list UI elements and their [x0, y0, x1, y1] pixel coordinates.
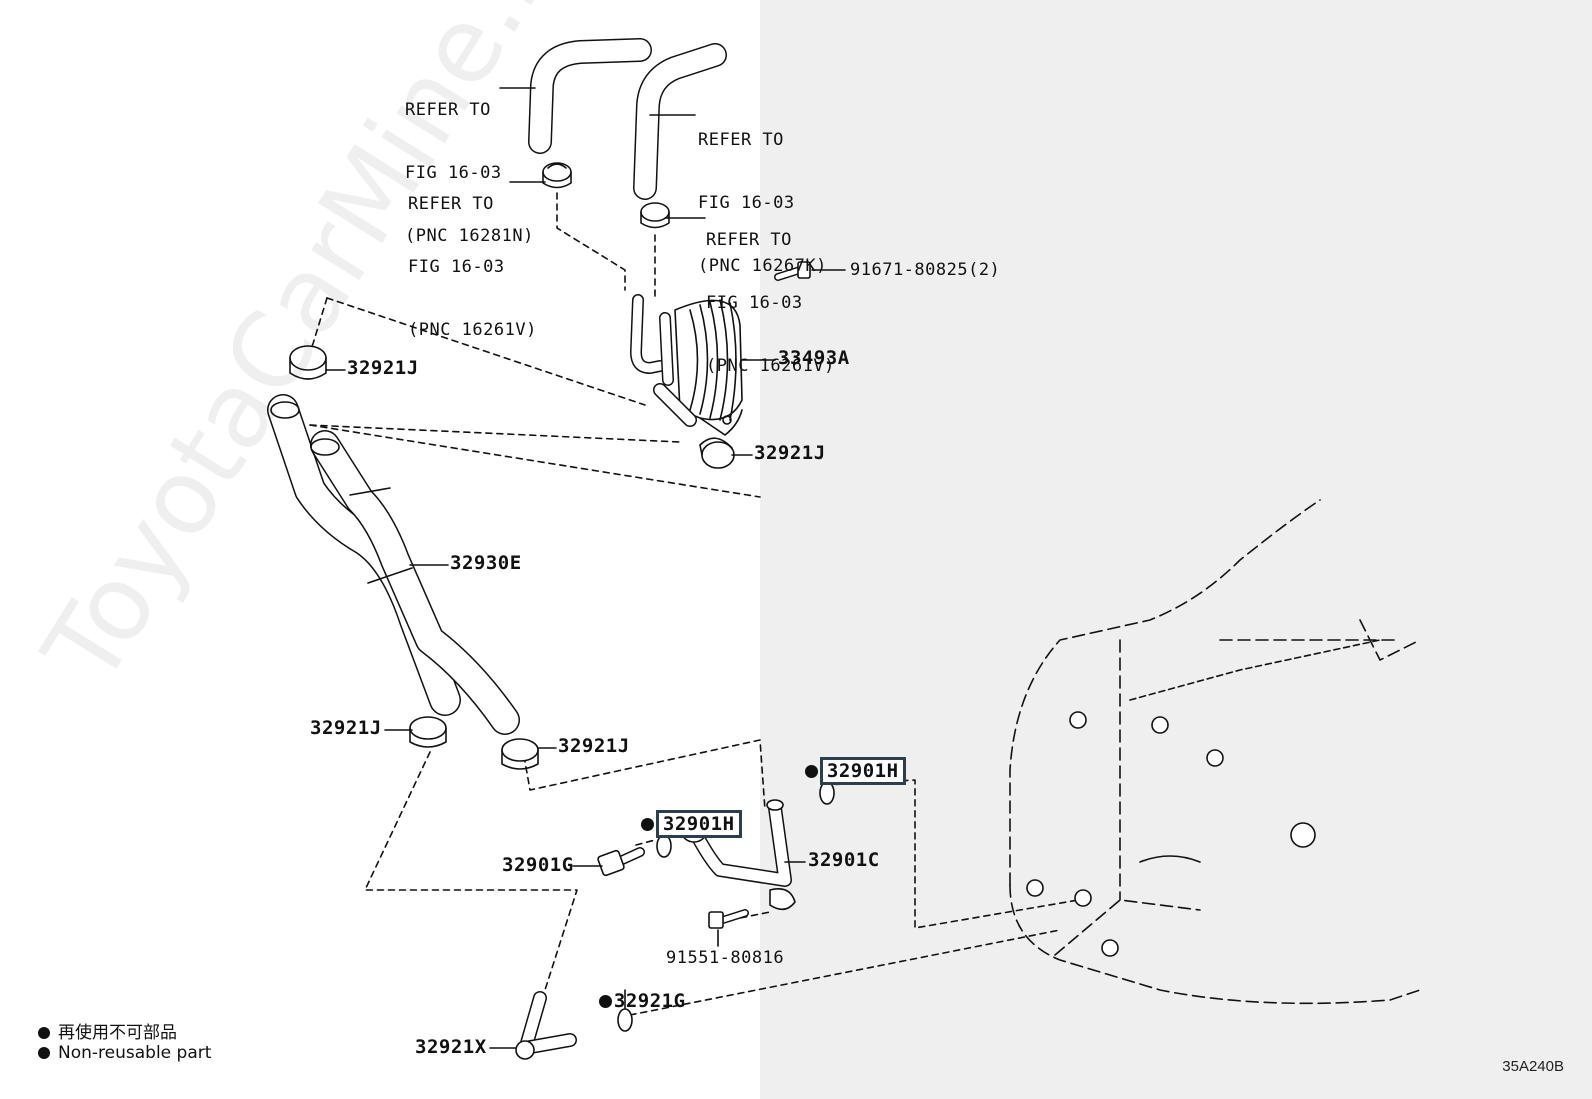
ref-line-2: FIG 16-03	[698, 193, 795, 213]
hose-32930e	[267, 394, 520, 735]
bolt-32901g	[597, 847, 645, 877]
ref-line-3: (PNC 16281N)	[405, 226, 534, 246]
part-label-32921g[interactable]: 32921G	[575, 970, 686, 1012]
legend-jp-text: 再使用不可部品	[58, 1023, 177, 1043]
ref-label-16281n[interactable]: REFER TO FIG 16-03 (PNC 16281N)	[405, 58, 534, 268]
washer-32901h-a	[819, 781, 835, 805]
non-reusable-dot-icon	[598, 995, 612, 1008]
non-reusable-dot-icon	[640, 818, 654, 831]
ref-line-3: (PNC 16261V)	[408, 320, 537, 340]
part-label-32901h-b[interactable]: 32901H	[617, 793, 742, 838]
non-reusable-dot-icon	[38, 1027, 50, 1039]
gray-background-panel	[760, 0, 1592, 1099]
clamp-32921j-b	[699, 437, 735, 469]
ref-line-1: REFER TO	[408, 194, 494, 214]
ref-label-16261v-right[interactable]: REFER TO FIG 16-03 (PNC 16261V)	[706, 188, 835, 398]
part-number-text: 32921G	[613, 990, 686, 1012]
part-label-32921j-d[interactable]: 32921J	[558, 735, 630, 757]
ref-line-2: FIG 16-03	[408, 257, 505, 277]
part-number-highlight: 32901H	[819, 757, 906, 785]
hose-16281n	[528, 38, 652, 154]
clamp-16261v-left	[542, 162, 572, 189]
transmission-details	[1026, 639, 1381, 957]
hose-16267k	[633, 43, 727, 200]
non-reusable-dot-icon	[804, 765, 818, 778]
part-label-32930e[interactable]: 32930E	[450, 552, 522, 574]
ref-line-2: FIG 16-03	[706, 293, 803, 313]
part-label-32901c[interactable]: 32901C	[808, 849, 880, 871]
legend-jp: 再使用不可部品	[38, 1018, 177, 1043]
ref-label-16261v-left[interactable]: REFER TO FIG 16-03 (PNC 16261V)	[408, 152, 537, 362]
transmission-outline	[1009, 499, 1421, 1005]
part-label-32921j-b[interactable]: 32921J	[754, 442, 826, 464]
union-32921x	[515, 991, 577, 1060]
bolt-91671	[774, 261, 811, 281]
non-reusable-dot-icon	[38, 1047, 50, 1059]
ref-line-1: REFER TO	[405, 100, 491, 120]
clamp-32921j-a	[289, 345, 327, 380]
part-label-32921j-c[interactable]: 32921J	[310, 717, 382, 739]
ref-line-3: (PNC 16267K)	[698, 256, 827, 276]
part-label-32921j-a[interactable]: 32921J	[347, 357, 419, 379]
part-label-91671[interactable]: 91671-80825(2)	[850, 260, 1001, 280]
bolt-91551	[708, 909, 749, 929]
part-label-32901h-a[interactable]: 32901H	[781, 740, 906, 785]
diagram-code: 35A240B	[1502, 1058, 1564, 1075]
ref-line-2: FIG 16-03	[405, 163, 502, 183]
part-label-32921x[interactable]: 32921X	[415, 1036, 487, 1058]
clamp-32921j-c	[409, 716, 447, 748]
ref-line-3: (PNC 16261V)	[706, 356, 835, 376]
clamp-16261v-right	[640, 202, 670, 229]
oring-32921g	[617, 1008, 633, 1032]
part-label-32901g[interactable]: 32901G	[502, 854, 574, 876]
oil-cooler-33493a	[630, 294, 743, 436]
part-label-33493a[interactable]: 33493A	[778, 347, 850, 369]
legend-en-text: Non-reusable part	[58, 1043, 212, 1063]
ref-label-16267k[interactable]: REFER TO FIG 16-03 (PNC 16267K)	[698, 88, 827, 298]
clamp-32921j-d	[501, 738, 539, 770]
legend-en: Non-reusable part	[38, 1043, 211, 1063]
ref-line-1: REFER TO	[698, 130, 784, 150]
part-label-91551[interactable]: 91551-80816	[666, 948, 785, 968]
ref-line-1: REFER TO	[706, 230, 792, 250]
part-number-highlight: 32901H	[655, 810, 742, 838]
washer-32901h-b	[656, 834, 672, 858]
